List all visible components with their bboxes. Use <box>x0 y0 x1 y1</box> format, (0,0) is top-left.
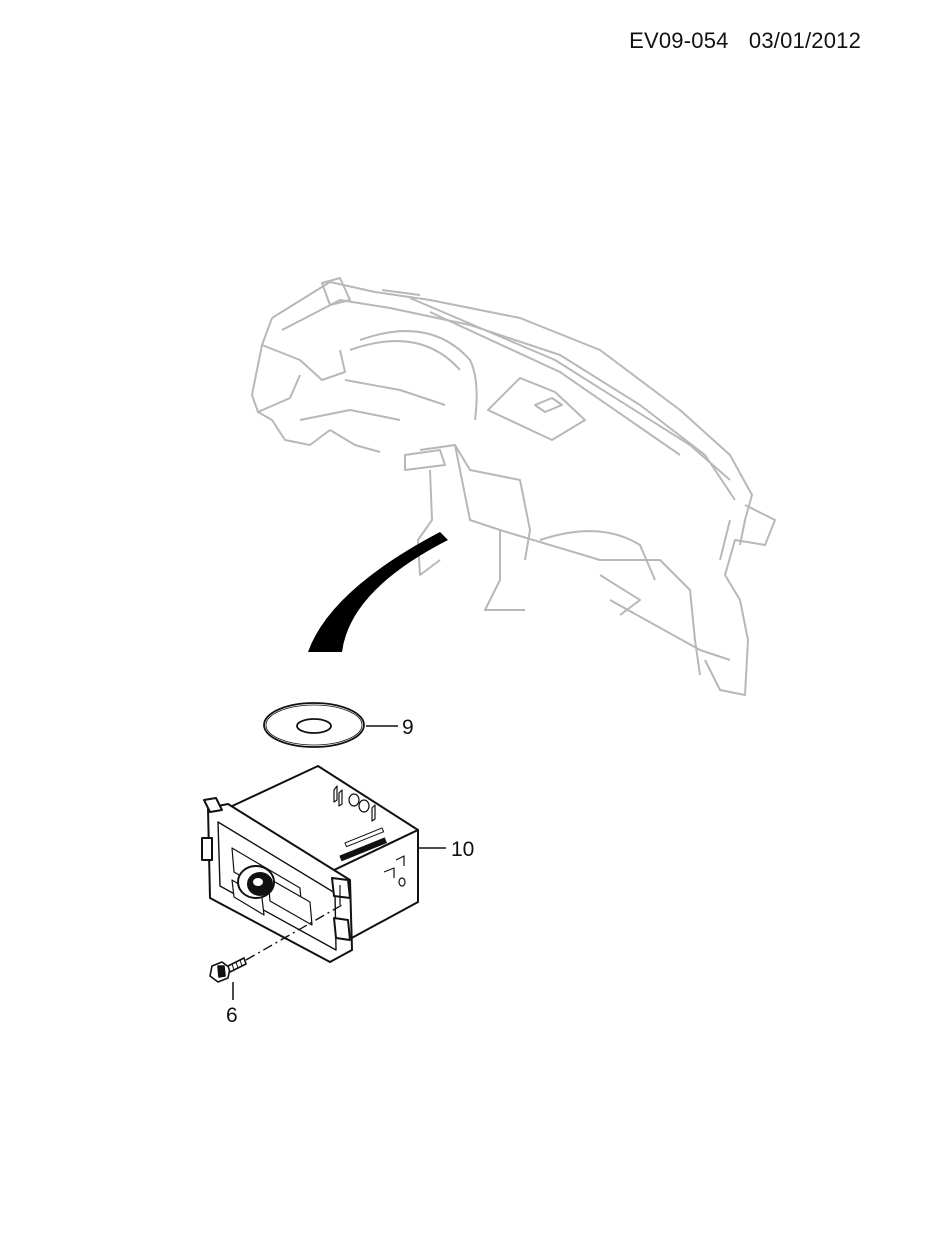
screw <box>209 957 247 983</box>
callout-10: 10 <box>451 838 474 861</box>
dashboard-illustration <box>251 277 776 696</box>
installation-axis-line <box>245 904 343 961</box>
callout-6: 6 <box>226 1004 238 1027</box>
location-pointer-arrow <box>308 532 448 652</box>
drawing-id: EV09-054 <box>629 28 729 53</box>
callout-9: 9 <box>402 716 414 739</box>
drawing-header: EV09-054 03/01/2012 <box>629 28 861 54</box>
drawing-date: 03/01/2012 <box>748 28 861 53</box>
cd-disc <box>263 702 365 748</box>
audio-unit <box>201 765 419 963</box>
